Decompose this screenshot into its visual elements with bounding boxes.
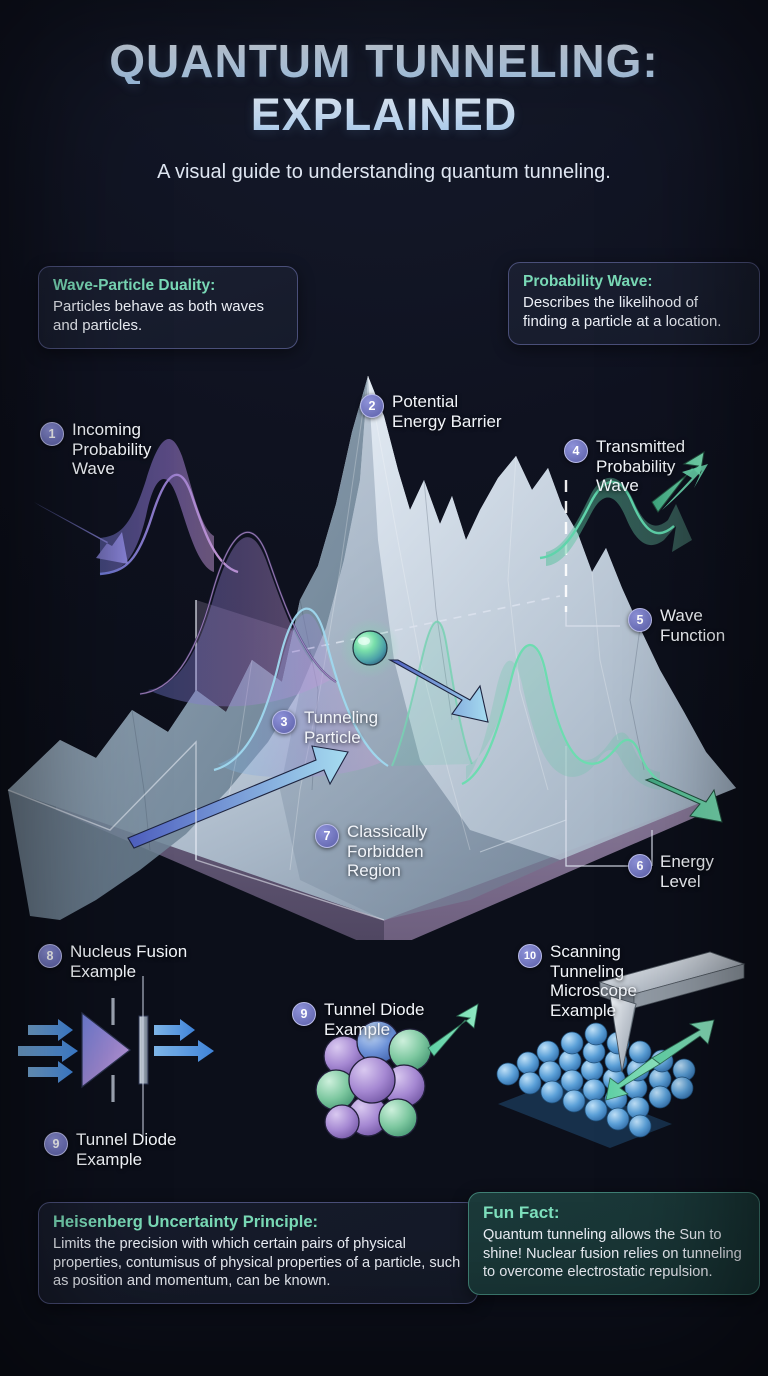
card-body: Limits the precision with which certain … xyxy=(53,1236,461,1290)
callout-label: Energy Level xyxy=(660,852,714,891)
callout-2-potential-energy-barrier: 2 Potential Energy Barrier xyxy=(360,392,502,431)
particle-path-arrows xyxy=(127,659,489,849)
callout-leader-lines xyxy=(195,612,653,867)
card-wave-particle-duality: Wave-Particle Duality: Particles behave … xyxy=(38,266,298,349)
quantum-barrier-illustration xyxy=(7,375,736,940)
callout-label: Classically Forbidden Region xyxy=(347,822,428,881)
callout-8-nucleus-fusion-example: 8 Nucleus Fusion Example xyxy=(38,942,187,981)
tunnel-diode-illustration xyxy=(18,998,214,1102)
callout-badge: 9 xyxy=(44,1132,68,1156)
card-body: Describes the likelihood of finding a pa… xyxy=(523,294,722,330)
callout-badge: 5 xyxy=(628,608,652,632)
tunneling-particle xyxy=(340,618,400,678)
callout-badge: 6 xyxy=(628,854,652,878)
card-title: Fun Fact: xyxy=(483,1203,560,1222)
callout-7-classically-forbidden-region: 7 Classically Forbidden Region xyxy=(315,822,427,881)
scanning-tunneling-microscope-illustration xyxy=(496,951,746,1148)
main-diagram-scene xyxy=(0,360,768,940)
callout-label: Tunnel Diode Example xyxy=(324,1000,425,1039)
callout-badge: 9 xyxy=(292,1002,316,1026)
callout-3-tunneling-particle: 3 Tunneling Particle xyxy=(272,708,378,747)
card-probability-wave: Probability Wave: Describes the likeliho… xyxy=(508,262,760,345)
callout-label: Tunnel Diode Example xyxy=(76,1130,177,1169)
callout-9-tunnel-diode-example: 9 Tunnel Diode Example xyxy=(292,1000,425,1039)
card-title: Probability Wave: xyxy=(523,273,653,290)
callout-9b-tunnel-diode-example: 9 Tunnel Diode Example xyxy=(44,1130,177,1169)
card-title: Heisenberg Uncertainty Principle: xyxy=(53,1213,318,1231)
examples-section xyxy=(0,930,768,1190)
card-body: Quantum tunneling allows the Sun to shin… xyxy=(483,1227,742,1281)
callout-label: Potential Energy Barrier xyxy=(392,392,502,431)
page-subtitle: A visual guide to understanding quantum … xyxy=(157,161,611,183)
transmitted-probability-wave xyxy=(539,451,708,566)
page-title-line2: EXPLAINED xyxy=(0,92,768,137)
stm-double-arrow xyxy=(605,1019,715,1101)
callout-4-transmitted-probability-wave: 4 Transmitted Probability Wave xyxy=(564,437,685,496)
callout-badge: 8 xyxy=(38,944,62,968)
callout-10-scanning-tunneling-microscope-example: 10 Scanning Tunneling Microscope Example xyxy=(518,942,637,1021)
callout-label: Transmitted Probability Wave xyxy=(596,437,686,496)
callout-6-energy-level: 6 Energy Level xyxy=(628,852,714,891)
nucleus-fusion-illustration xyxy=(315,1003,479,1140)
callout-badge: 4 xyxy=(564,439,588,463)
callout-label: Scanning Tunneling Microscope Example xyxy=(550,942,637,1021)
card-body: Particles behave as both waves and parti… xyxy=(53,298,264,334)
card-heisenberg-uncertainty-principle: Heisenberg Uncertainty Principle: Limits… xyxy=(38,1202,478,1304)
examples-illustrations xyxy=(18,951,746,1148)
callout-badge: 3 xyxy=(272,710,296,734)
callout-badge: 1 xyxy=(40,422,64,446)
card-title: Wave-Particle Duality: xyxy=(53,277,216,294)
callout-badge: 7 xyxy=(315,824,339,848)
callout-label: Incoming Probability Wave xyxy=(72,420,152,479)
callout-1-incoming-probability-wave: 1 Incoming Probability Wave xyxy=(40,420,151,479)
callout-badge: 10 xyxy=(518,944,542,968)
callout-label: Tunneling Particle xyxy=(304,708,379,747)
card-fun-fact: Fun Fact: Quantum tunneling allows the S… xyxy=(468,1192,760,1295)
page-header: QUANTUM TUNNELING: EXPLAINED A visual gu… xyxy=(0,0,768,184)
callout-5-wave-function: 5 Wave Function xyxy=(628,606,725,645)
atom-lattice xyxy=(496,1022,696,1148)
callout-label: Wave Function xyxy=(660,606,726,645)
page-title-line1: QUANTUM TUNNELING: xyxy=(0,38,768,84)
decaying-transmitted-wave xyxy=(461,643,723,823)
callout-badge: 2 xyxy=(360,394,384,418)
callout-label: Nucleus Fusion Example xyxy=(70,942,188,981)
